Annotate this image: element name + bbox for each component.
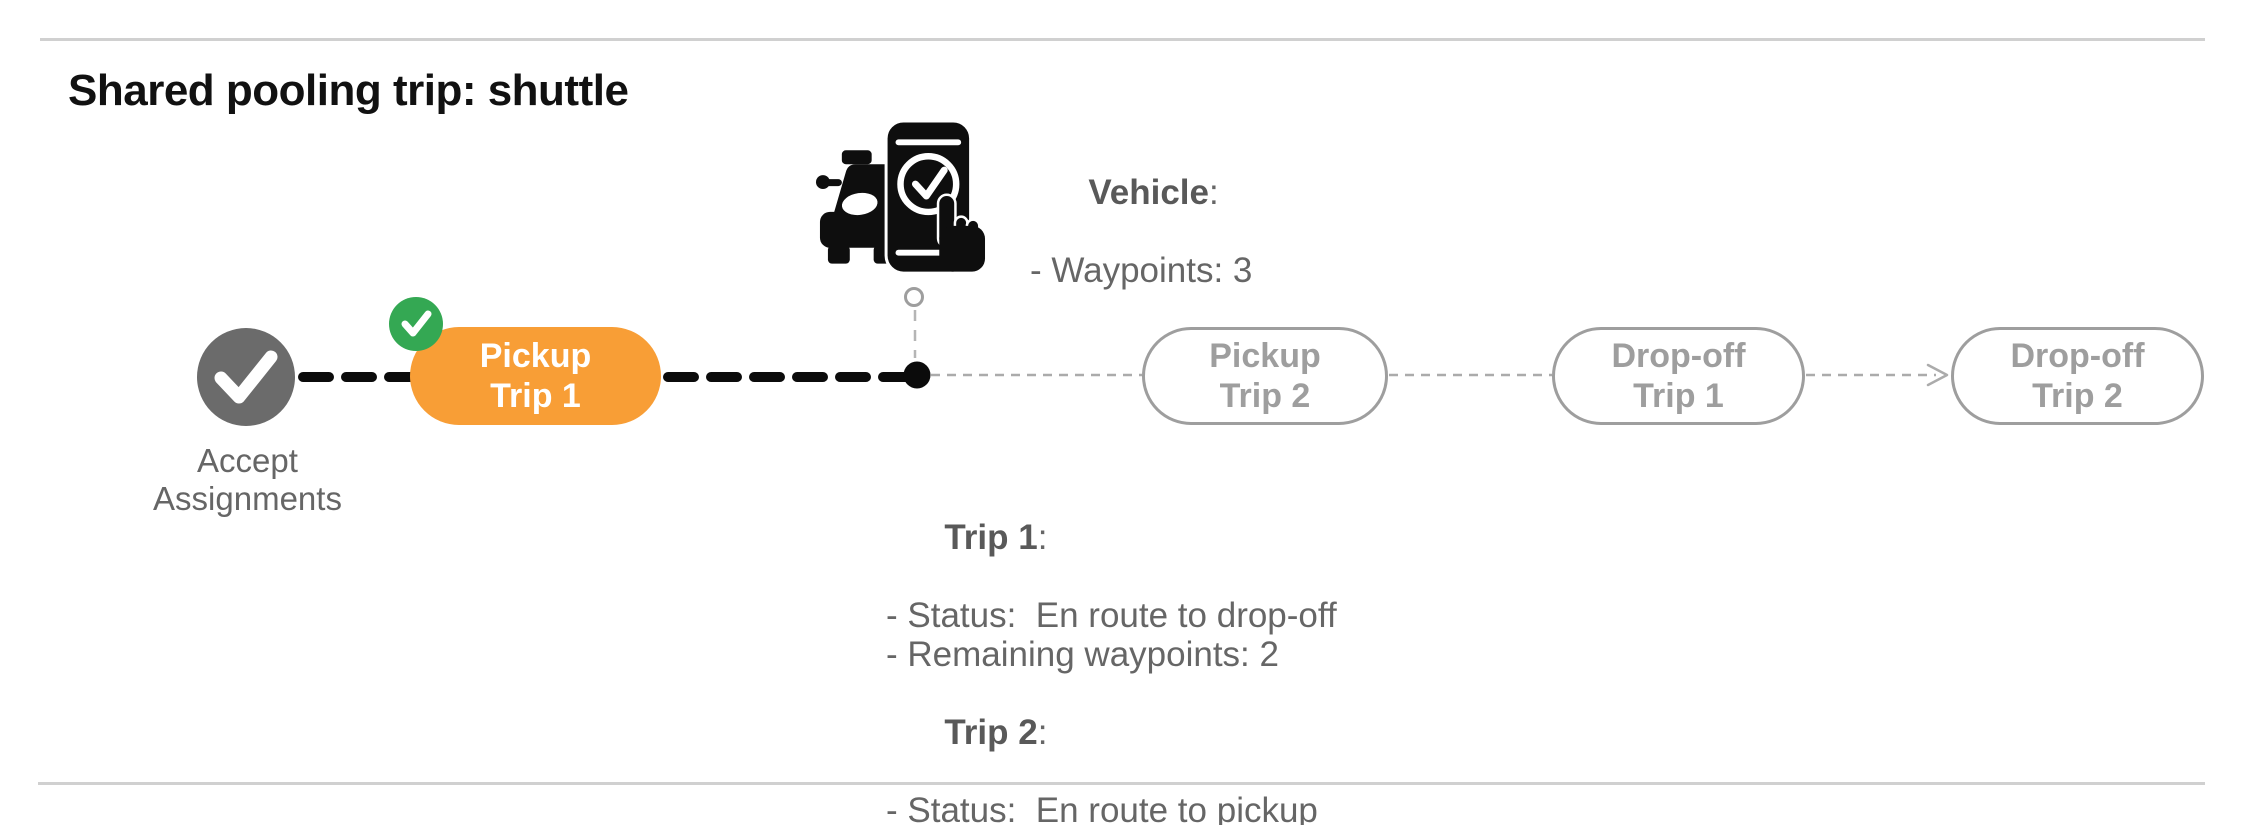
current-position-dot [903,361,931,389]
trip2-status: - Status: En route to pickup [886,791,1318,825]
arrowhead-icon [1926,363,1949,387]
trip1-remaining: - Remaining waypoints: 2 [886,635,1279,674]
completed-check-badge [389,297,443,351]
vehicle-annotation: Vehicle: - Waypoints: 3 [1030,173,1253,290]
stage-pill-pickup-trip-2: Pickup Trip 2 [1142,327,1388,425]
trip1-heading: Trip 1 [944,518,1038,557]
stage-pill-dropoff-trip-2: Drop-off Trip 2 [1951,327,2204,425]
stage-label-accept-assignments: Accept Assignments [153,442,342,517]
vehicle-heading: Vehicle [1088,173,1209,212]
check-icon [214,350,278,404]
vehicle-waypoints: - Waypoints: 3 [1030,251,1253,290]
trips-annotation: Trip 1: - Status: En route to drop-off -… [886,479,1337,825]
divider-top [40,38,2205,41]
check-icon [401,310,432,337]
divider-bottom [38,782,2205,785]
stage-pill-dropoff-trip-1: Drop-off Trip 1 [1552,327,1805,425]
stage-node-accept-assignments [197,328,295,426]
trip1-status: - Status: En route to drop-off [886,596,1337,635]
taxi-with-phone-check-icon [815,120,986,275]
stage-pill-pickup-trip-1: Pickup Trip 1 [410,327,661,425]
trip2-heading: Trip 2 [944,713,1038,752]
page-title: Shared pooling trip: shuttle [68,66,629,115]
vehicle-anchor-circle [904,287,924,307]
